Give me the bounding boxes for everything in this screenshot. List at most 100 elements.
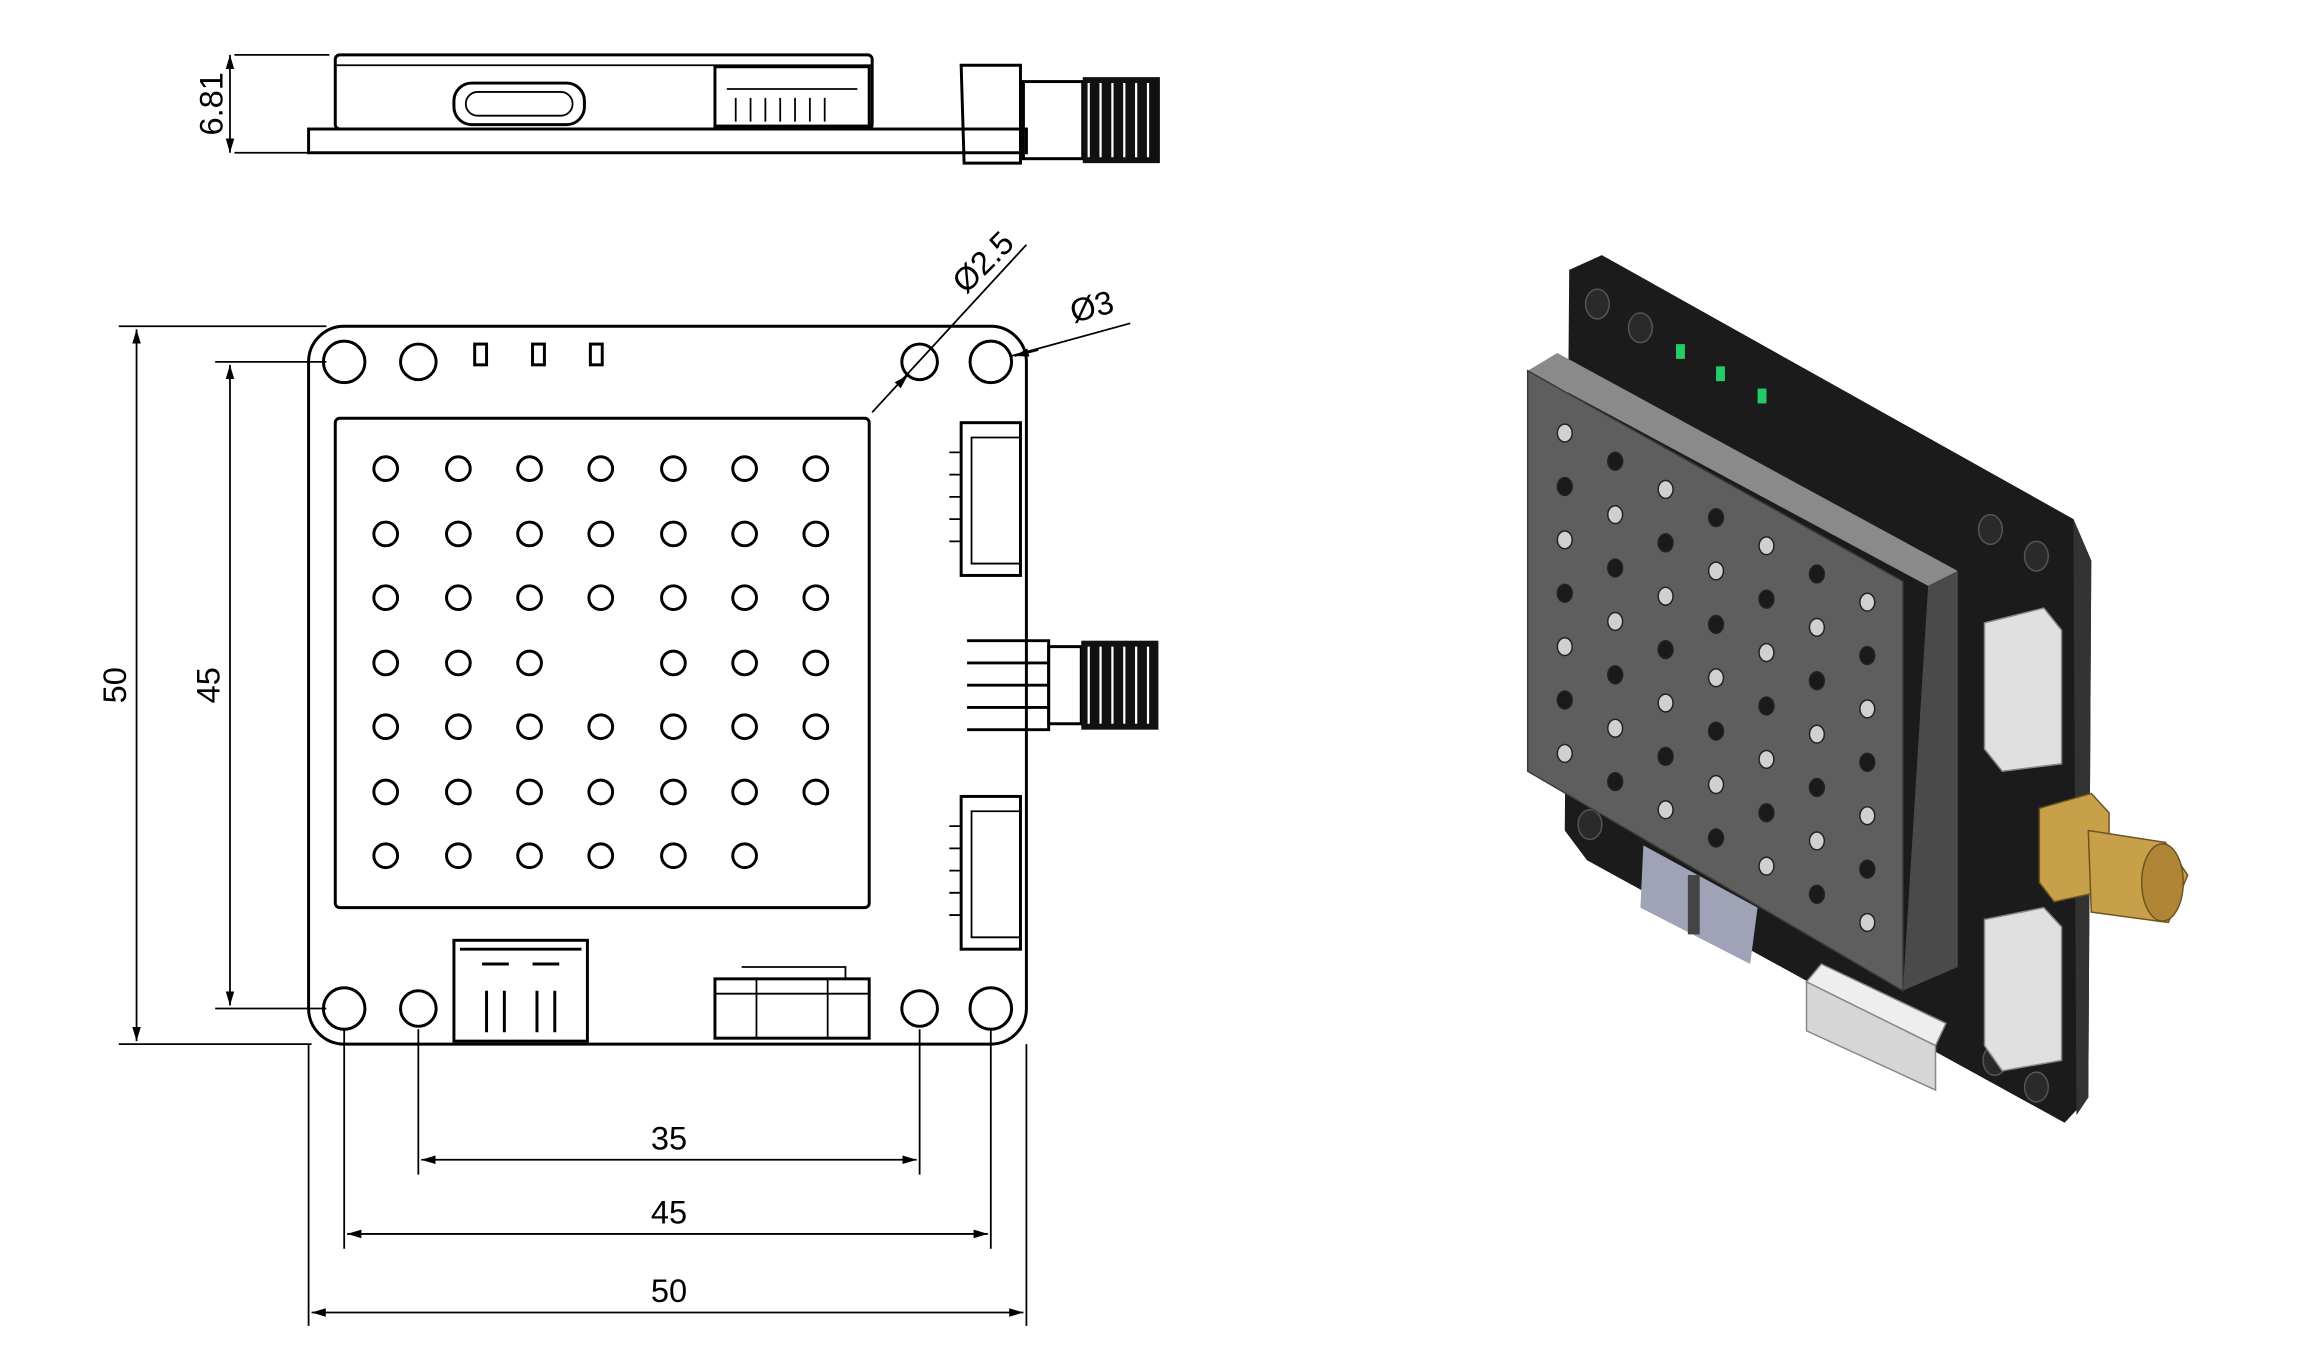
render-via xyxy=(1859,806,1876,826)
render-via xyxy=(1808,724,1826,744)
render-via xyxy=(1707,668,1725,688)
render-jst xyxy=(1805,963,1947,1092)
render-via xyxy=(1758,536,1775,556)
render-via xyxy=(1758,642,1775,663)
pcb-outline xyxy=(307,324,1028,1046)
antenna-via xyxy=(660,584,687,612)
render-via xyxy=(1808,831,1826,851)
render-via xyxy=(1808,884,1826,904)
render-via xyxy=(1808,671,1826,691)
antenna-via xyxy=(660,842,687,870)
jst-side xyxy=(713,65,871,128)
mounting-hole xyxy=(321,339,367,385)
dim-inner-horizontal: 35 xyxy=(651,1119,687,1156)
render-via xyxy=(1657,639,1674,660)
render-via xyxy=(1808,617,1826,637)
antenna-via xyxy=(516,713,543,741)
antenna-via xyxy=(372,649,400,677)
render-via xyxy=(1859,645,1876,666)
mounting-hole xyxy=(968,986,1014,1031)
antenna-via xyxy=(445,520,472,548)
render-usb-c xyxy=(1640,845,1758,965)
antenna-via xyxy=(587,455,615,483)
render-via xyxy=(1607,718,1624,738)
render-via xyxy=(1556,583,1573,603)
render-via xyxy=(1657,800,1674,820)
render-sma xyxy=(2038,792,2189,924)
dim-board-height: 50 xyxy=(96,667,133,703)
antenna-via xyxy=(516,584,543,612)
render-via xyxy=(1607,611,1624,632)
mounting-hole xyxy=(321,986,367,1031)
render-via xyxy=(1859,699,1876,719)
render-side-connectors xyxy=(1983,607,2063,1072)
antenna-via xyxy=(731,842,758,870)
antenna-via xyxy=(660,713,687,741)
usb-c-side xyxy=(452,81,586,127)
antenna-via xyxy=(445,649,472,677)
render-via xyxy=(1808,564,1826,584)
render-via xyxy=(1607,771,1624,792)
render-via xyxy=(1707,614,1725,635)
render-via xyxy=(1556,743,1573,764)
dim-side-height: 6.81 xyxy=(193,72,230,135)
antenna-via xyxy=(587,520,615,548)
antenna-via xyxy=(372,842,400,870)
antenna-via xyxy=(445,713,472,741)
render-via xyxy=(1758,589,1775,609)
dim-small-hole: Ø2.5 xyxy=(945,224,1021,300)
antenna-via xyxy=(445,455,472,483)
render-via xyxy=(1707,721,1725,741)
antenna-via xyxy=(372,584,400,612)
antenna-via xyxy=(587,842,615,870)
render-via xyxy=(1859,592,1876,612)
render-via xyxy=(1657,533,1674,553)
antenna-via xyxy=(660,520,687,548)
antenna-via xyxy=(660,455,687,483)
sma-connector xyxy=(967,639,1159,732)
antenna-via xyxy=(372,455,400,483)
mounting-hole xyxy=(900,342,939,382)
render-via xyxy=(1758,856,1775,876)
top-view: 50 45 35 45 50 Ø2.5 Ø3 xyxy=(96,224,1159,1326)
antenna-via xyxy=(731,520,758,548)
antenna-via xyxy=(516,520,543,548)
render-via xyxy=(1556,476,1573,497)
render-via xyxy=(1657,693,1674,713)
antenna-via xyxy=(587,713,615,741)
render-via xyxy=(1707,507,1725,528)
antenna-via xyxy=(445,584,472,612)
antenna-via xyxy=(587,778,615,806)
antenna-via xyxy=(516,455,543,483)
side-connector-bottom xyxy=(949,794,1022,951)
render-via xyxy=(1556,636,1573,657)
render-via xyxy=(1707,774,1725,795)
antenna-via xyxy=(587,584,615,612)
mounting-hole xyxy=(399,989,438,1028)
mounting-hole xyxy=(968,339,1014,385)
render-via xyxy=(1607,504,1624,525)
antenna-via xyxy=(802,713,830,741)
antenna-via xyxy=(372,713,400,741)
render-via xyxy=(1859,752,1876,772)
render-via xyxy=(1707,828,1725,848)
render-via xyxy=(1808,777,1826,798)
render-via xyxy=(1657,586,1674,606)
antenna-via xyxy=(445,842,472,870)
dim-hole-spacing-vertical: 45 xyxy=(190,667,227,703)
antenna-via xyxy=(372,520,400,548)
isometric-render xyxy=(1526,255,2189,1123)
mounting-hole xyxy=(900,989,939,1028)
render-via xyxy=(1758,803,1775,823)
antenna-via xyxy=(445,778,472,806)
render-via xyxy=(1859,859,1876,879)
antenna-via xyxy=(731,455,758,483)
usb-c-port xyxy=(452,938,589,1043)
render-via xyxy=(1556,690,1573,710)
antenna-via xyxy=(802,778,830,806)
side-connector-top xyxy=(949,421,1022,577)
antenna-via xyxy=(802,455,830,483)
jst-connector xyxy=(713,966,871,1040)
render-via xyxy=(1758,749,1775,769)
